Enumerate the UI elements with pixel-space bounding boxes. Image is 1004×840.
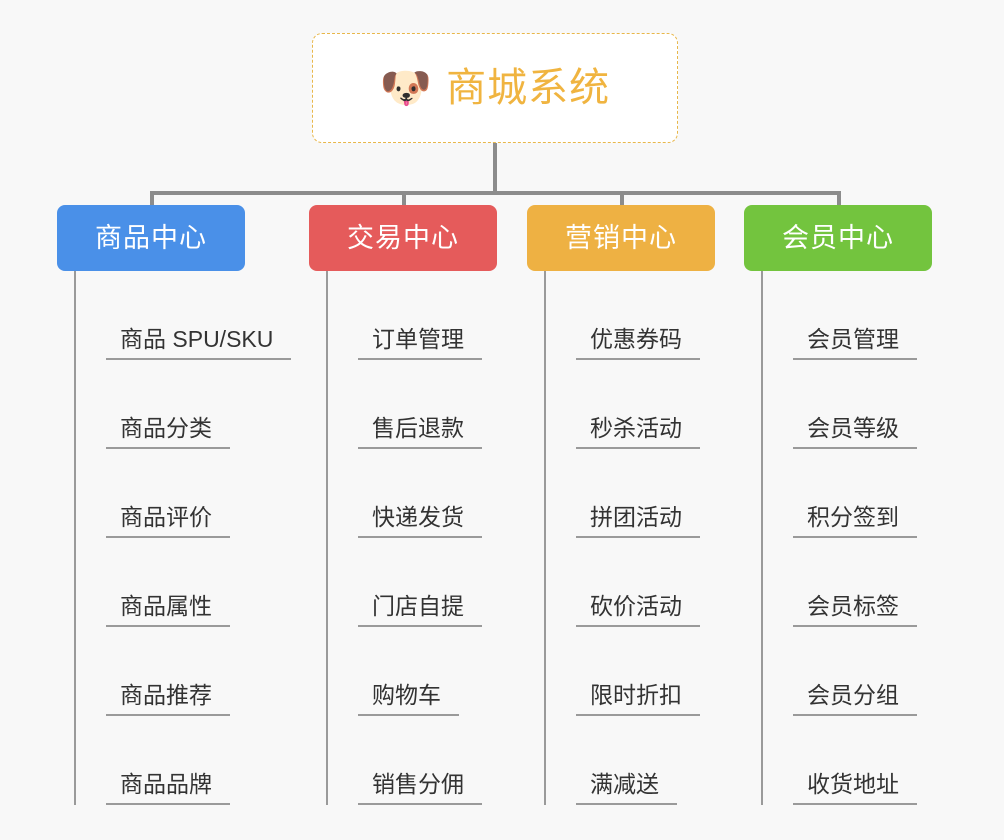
branch-items-product-center: 商品 SPU/SKU 商品分类 商品评价 商品属性 商品推荐 商品品牌: [74, 271, 292, 805]
list-item[interactable]: 售后退款: [342, 360, 497, 449]
list-item-label: 拼团活动: [590, 503, 682, 530]
list-item[interactable]: 商品分类: [90, 360, 291, 449]
list-item[interactable]: 拼团活动: [560, 449, 715, 538]
list-item-label: 砍价活动: [590, 592, 682, 619]
branch-items-member-center: 会员管理 会员等级 积分签到 会员标签 会员分组 收货地址: [761, 271, 932, 805]
list-item-label: 优惠券码: [590, 325, 682, 352]
list-item-label: 秒杀活动: [590, 414, 682, 441]
list-item-label: 限时折扣: [590, 681, 682, 708]
list-item[interactable]: 满减送: [560, 716, 715, 805]
list-item-label: 收货地址: [807, 770, 899, 797]
branch-header-member-center[interactable]: 会员中心: [744, 205, 932, 271]
connector-stub-2: [402, 191, 406, 213]
list-item[interactable]: 会员分组: [777, 627, 932, 716]
list-item[interactable]: 商品品牌: [90, 716, 291, 805]
list-item-label: 订单管理: [372, 325, 464, 352]
list-item-label: 会员等级: [807, 414, 899, 441]
list-item[interactable]: 订单管理: [342, 271, 497, 360]
branch-header-product-center[interactable]: 商品中心: [57, 205, 245, 271]
list-item-label: 商品推荐: [120, 681, 212, 708]
list-item-label: 商品品牌: [120, 770, 212, 797]
connector-stub-3: [620, 191, 624, 213]
connector-root-vertical: [493, 143, 497, 193]
list-item-label: 快递发货: [372, 503, 464, 530]
list-item-label: 满减送: [590, 770, 659, 797]
list-item[interactable]: 商品 SPU/SKU: [90, 271, 292, 360]
list-item-label: 商品分类: [120, 414, 212, 441]
list-item[interactable]: 限时折扣: [560, 627, 715, 716]
list-item[interactable]: 优惠券码: [560, 271, 715, 360]
branch-label: 会员中心: [782, 222, 894, 253]
list-item[interactable]: 会员管理: [777, 271, 932, 360]
list-item[interactable]: 会员标签: [777, 538, 932, 627]
list-item[interactable]: 销售分佣: [342, 716, 497, 805]
branch-label: 商品中心: [95, 222, 207, 253]
list-item[interactable]: 积分签到: [777, 449, 932, 538]
list-item-label: 门店自提: [372, 592, 464, 619]
list-item[interactable]: 商品推荐: [90, 627, 291, 716]
list-item-label: 销售分佣: [372, 770, 464, 797]
list-item-label: 商品 SPU/SKU: [120, 325, 274, 352]
branch-items-marketing-center: 优惠券码 秒杀活动 拼团活动 砍价活动 限时折扣 满减送: [544, 271, 715, 805]
list-item-label: 会员标签: [807, 592, 899, 619]
branch-header-marketing-center[interactable]: 营销中心: [527, 205, 715, 271]
branch-items-trade-center: 订单管理 售后退款 快递发货 门店自提 购物车 销售分佣: [326, 271, 497, 805]
root-title: 商城系统: [446, 66, 611, 110]
list-item[interactable]: 商品属性: [90, 538, 291, 627]
connector-horizontal-bus: [150, 191, 841, 195]
list-item-label: 商品属性: [120, 592, 212, 619]
list-item[interactable]: 会员等级: [777, 360, 932, 449]
list-item[interactable]: 购物车: [342, 627, 497, 716]
list-item-label: 售后退款: [372, 414, 464, 441]
branch-trade-center: 交易中心 订单管理 售后退款 快递发货 门店自提 购物车 销售分佣: [309, 205, 497, 805]
branch-member-center: 会员中心 会员管理 会员等级 积分签到 会员标签 会员分组 收货地址: [744, 205, 932, 805]
list-item-label: 购物车: [372, 681, 441, 708]
list-item-label: 会员管理: [807, 325, 899, 352]
shiba-dog-face-icon: 🐶: [379, 64, 433, 111]
branch-label: 营销中心: [565, 222, 677, 253]
list-item[interactable]: 收货地址: [777, 716, 932, 805]
list-item[interactable]: 砍价活动: [560, 538, 715, 627]
list-item-label: 商品评价: [120, 503, 212, 530]
branch-marketing-center: 营销中心 优惠券码 秒杀活动 拼团活动 砍价活动 限时折扣 满减送: [527, 205, 715, 805]
list-item-label: 积分签到: [807, 503, 899, 530]
list-item[interactable]: 商品评价: [90, 449, 291, 538]
connector-stub-4: [837, 191, 841, 213]
list-item-label: 会员分组: [807, 681, 899, 708]
branch-product-center: 商品中心 商品 SPU/SKU 商品分类 商品评价 商品属性 商品推荐 商品品牌: [57, 205, 292, 805]
connector-stub-1: [150, 191, 154, 213]
branch-label: 交易中心: [347, 222, 459, 253]
list-item[interactable]: 快递发货: [342, 449, 497, 538]
list-item[interactable]: 门店自提: [342, 538, 497, 627]
root-node[interactable]: 🐶 商城系统: [312, 33, 678, 143]
branch-header-trade-center[interactable]: 交易中心: [309, 205, 497, 271]
list-item[interactable]: 秒杀活动: [560, 360, 715, 449]
